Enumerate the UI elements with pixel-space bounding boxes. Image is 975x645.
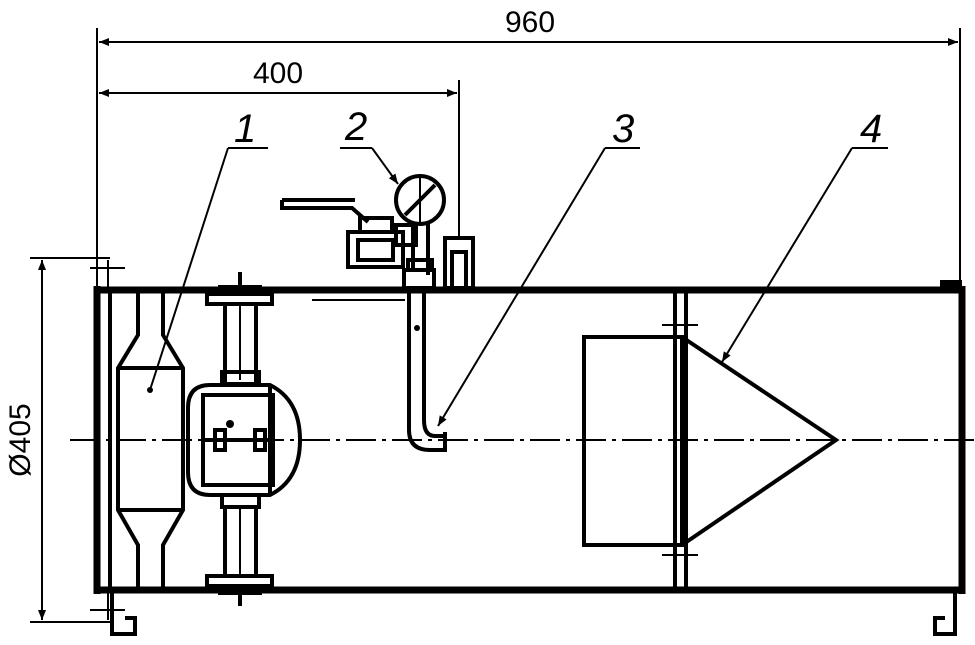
dimension-gauge-position: 400 [99,57,460,240]
callout-3-label: 3 [612,107,634,151]
dimension-400-label: 400 [253,57,303,90]
item-4-cone-diffuser [582,292,840,588]
dimension-diameter: Ø405 [4,257,110,623]
callout-1: 1 [149,107,268,391]
dimension-diameter-label: Ø405 [4,403,37,476]
support-feet [110,592,957,636]
callout-4-label: 4 [860,107,882,151]
callout-1-label: 1 [234,107,256,151]
fan-motor-unit [186,272,303,606]
callout-4: 4 [721,107,888,363]
item-2-gauge-assembly [280,174,475,301]
dimension-overall-length: 960 [96,6,961,290]
callout-3: 3 [437,107,640,427]
callout-2-label: 2 [344,105,367,149]
callout-2: 2 [340,105,399,185]
dimension-960-label: 960 [505,6,555,39]
item-1-insert [116,292,185,588]
item-3-pitot-tube [407,292,447,452]
